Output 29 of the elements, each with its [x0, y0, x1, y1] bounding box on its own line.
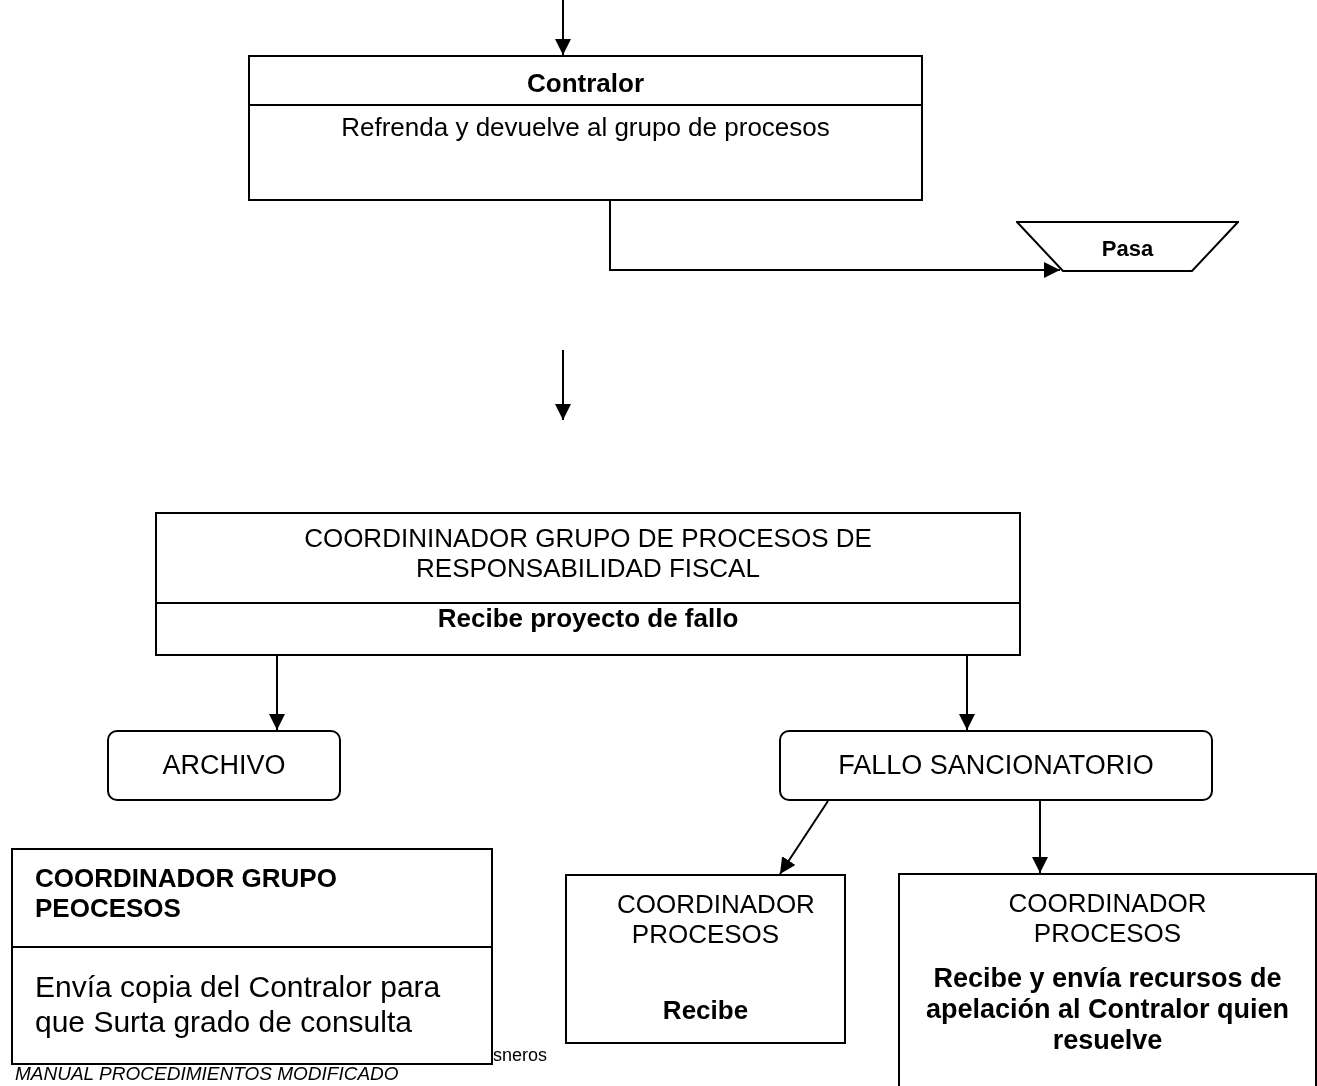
footer-text: sneros [493, 1045, 548, 1066]
box-heading: COORDINADOR PROCESOS [616, 890, 816, 950]
footer-text: MANUAL PROCEDIMIENTOS MODIFICADO [15, 1063, 399, 1085]
off-page-connector [1016, 221, 1239, 272]
box-text: Recibe [661, 996, 750, 1026]
terminal-box [107, 730, 341, 801]
process-box [898, 873, 1317, 1086]
terminal-box [779, 730, 1213, 801]
box-heading: COORDINADOR PROCESOS [1007, 889, 1208, 949]
box-text: FALLO SANCIONATORIO [837, 750, 1155, 782]
process-box [248, 55, 923, 201]
connector-text: Pasa [1100, 236, 1155, 262]
box-text: ARCHIVO [161, 750, 287, 782]
arrow [1032, 800, 1048, 874]
process-box [155, 512, 1021, 656]
arrow [779, 800, 829, 875]
box-text: Envía copia del Contralor para que Surta grado de consulta [34, 970, 442, 1039]
box-text: Recibe proyecto de fallo [436, 604, 740, 634]
arrow [555, 0, 571, 56]
box-text: Refrenda y devuelve al grupo de procesos [340, 113, 831, 143]
process-box [11, 848, 493, 1065]
arrow [609, 200, 1061, 278]
box-heading: COORDININADOR GRUPO DE PROCESOS DE RESPONSABILIDAD FISCAL [303, 524, 873, 584]
arrow [269, 655, 285, 731]
box-heading: COORDINADOR GRUPO PEOCESOS [34, 864, 338, 924]
process-box [565, 874, 846, 1044]
box-text: Recibe y envía recursos de apelación al Contralor quien resuelve [924, 963, 1291, 1057]
box-heading: Contralor [526, 69, 645, 99]
arrow [959, 655, 975, 731]
